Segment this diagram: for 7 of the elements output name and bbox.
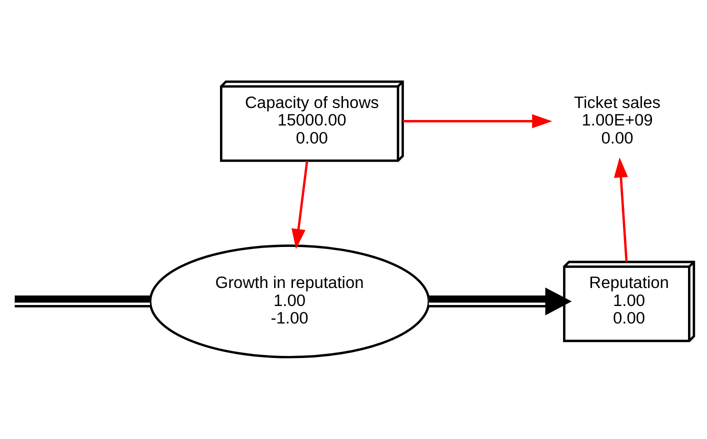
connector xyxy=(14,296,150,308)
arrow xyxy=(402,114,552,128)
node-text: Ticket sales 1.00E+09 0.00 xyxy=(574,94,661,148)
arrow xyxy=(614,157,628,262)
arrow xyxy=(428,288,572,316)
arrow xyxy=(292,160,308,250)
node-ellipse: Growth in reputation 1.00 -1.00 xyxy=(149,244,430,358)
